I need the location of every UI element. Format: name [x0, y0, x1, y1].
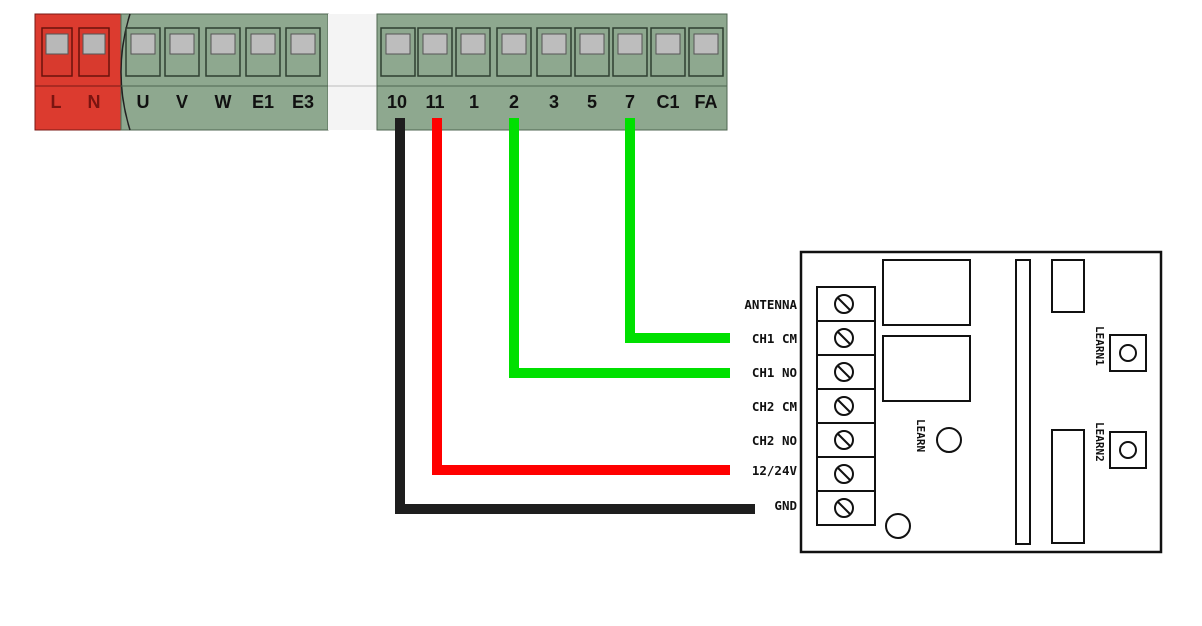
terminal-screw-N [78, 27, 110, 77]
learn-label: LEARN [914, 419, 927, 452]
relay-2 [882, 335, 971, 402]
wire-10-gnd [395, 118, 755, 514]
terminal-screw-3 [536, 27, 572, 77]
header-strip [1015, 259, 1031, 545]
terminal-label-10: 10 [387, 92, 407, 112]
terminal-screw-E1 [245, 27, 281, 77]
terminal-screw-2 [496, 27, 532, 77]
terminal-label-11: 11 [425, 92, 444, 112]
terminal-label-U: U [137, 92, 150, 112]
wires [395, 118, 755, 514]
terminal-screw-C1 [650, 27, 686, 77]
terminal-screw-L [41, 27, 73, 77]
learn2-button[interactable] [1109, 431, 1147, 469]
learn1-label: LEARN1 [1093, 326, 1106, 366]
screw-icon [834, 464, 854, 484]
screw-icon [834, 430, 854, 450]
receiver-terminal-labels: ANTENNA CH1 CM CH1 NO CH2 CM CH2 NO 12/2… [744, 297, 797, 513]
component-bottom-right [1051, 429, 1085, 544]
terminal-label-E3: E3 [292, 92, 314, 112]
screw-icon [834, 396, 854, 416]
terminal-label-FA: FA [694, 92, 717, 112]
terminal-label-E1: E1 [252, 92, 274, 112]
label-ch1-cm: CH1 CM [752, 331, 797, 346]
label-ch2-cm: CH2 CM [752, 399, 797, 414]
learn2-label: LEARN2 [1093, 422, 1106, 462]
antenna-circle-icon [885, 513, 911, 539]
receiver-module: LEARN LEARN1 LEARN2 [799, 250, 1163, 554]
terminal-screw-7 [612, 27, 648, 77]
screw-icon [834, 294, 854, 314]
terminal-screw-FA [688, 27, 724, 77]
terminal-screw-10 [380, 27, 416, 77]
relay-1 [882, 259, 971, 326]
block-gap [328, 14, 377, 130]
screw-icon [834, 498, 854, 518]
terminal-label-1: 1 [469, 92, 479, 112]
learn-button[interactable] [936, 427, 962, 453]
label-ch1-no: CH1 NO [752, 365, 797, 380]
terminal-label-7: 7 [625, 92, 635, 112]
terminal-screw-11 [417, 27, 453, 77]
terminal-label-W: W [215, 92, 232, 112]
screw-icon [834, 328, 854, 348]
label-antenna: ANTENNA [744, 297, 797, 312]
label-gnd: GND [774, 498, 797, 513]
control-terminal-block: 10 11 1 2 3 5 7 C1 FA [376, 13, 728, 131]
wire-2-ch1-no [509, 118, 730, 378]
terminal-label-2: 2 [509, 92, 519, 112]
terminal-label-C1: C1 [656, 92, 679, 112]
terminal-label-L: L [51, 92, 62, 112]
terminal-screw-5 [574, 27, 610, 77]
terminal-screw-E3 [285, 27, 321, 77]
component-top-right [1051, 259, 1085, 313]
terminal-label-V: V [176, 92, 188, 112]
wire-11-12-24v [432, 118, 730, 475]
label-12-24v: 12/24V [752, 463, 798, 478]
terminal-label-3: 3 [549, 92, 559, 112]
terminal-label-N: N [88, 92, 101, 112]
terminal-label-5: 5 [587, 92, 597, 112]
motor-terminal-block: U V W E1 E3 [120, 13, 329, 131]
screw-icon [834, 362, 854, 382]
receiver-terminal-strip [816, 286, 876, 526]
label-ch2-no: CH2 NO [752, 433, 797, 448]
wire-7-ch1-cm [625, 118, 730, 343]
terminal-screw-1 [455, 27, 491, 77]
terminal-screw-W [205, 27, 241, 77]
terminal-screw-U [125, 27, 161, 77]
learn1-button[interactable] [1109, 334, 1147, 372]
power-terminal-block: L N [34, 13, 122, 131]
terminal-screw-V [164, 27, 200, 77]
